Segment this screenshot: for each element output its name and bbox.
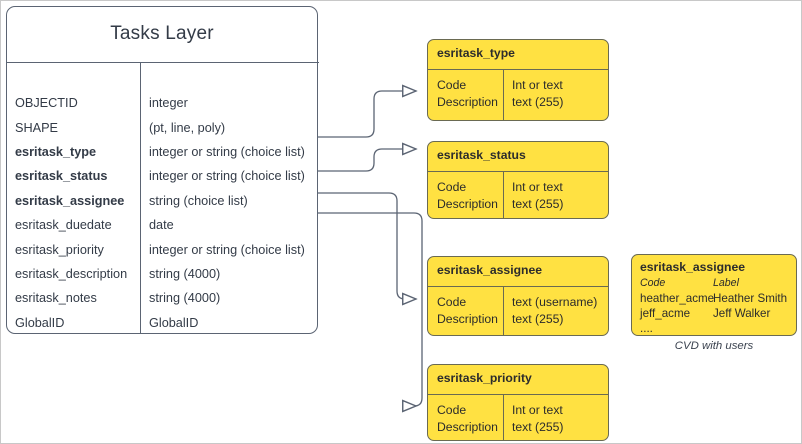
domain-left-line: Code [437, 295, 467, 309]
domain-left-line: Description [437, 196, 498, 211]
entity-field-row: esritask_notes string (4000) [7, 286, 319, 310]
domain-left-line: Description [437, 94, 498, 109]
entity-field-name: esritask_priority [15, 242, 104, 257]
connector-type [317, 91, 416, 138]
domain-title: esritask_priority [437, 371, 532, 385]
entity-field-row: esritask_type integer or string (choice l… [7, 140, 319, 164]
entity-field-name: esritask_description [15, 266, 128, 281]
domain-right-column: Int or text text (255) [512, 179, 563, 212]
domain-column-divider [503, 69, 504, 120]
entity-field-name: SHAPE [15, 120, 59, 135]
domain-box-esritask-priority: esritask_priority Code Description Int o… [427, 364, 609, 441]
entity-field-row: GlobalID GlobalID [7, 311, 319, 335]
entity-field-row: esritask_priority integer or string (choi… [7, 237, 319, 261]
connector-status [317, 149, 416, 172]
domain-header-divider [428, 171, 608, 172]
domain-right-column: text (username) text (255) [512, 294, 597, 327]
cvd-header-row: Code Label [640, 276, 792, 291]
connector-priority [317, 212, 423, 406]
page-title: Tasks Layer [110, 23, 214, 44]
domain-column-divider [503, 286, 504, 335]
entity-field-name: esritask_assignee [15, 193, 125, 208]
domain-left-line: Code [437, 180, 467, 194]
entity-field-name: esritask_duedate [15, 218, 112, 233]
entity-field-row: esritask_assignee string (choice list) [7, 189, 319, 213]
domain-right-line: text (255) [512, 94, 564, 109]
cvd-header-label: Label [713, 277, 739, 289]
entity-field-type: date [149, 218, 174, 233]
cvd-label: Heather Smith [713, 292, 788, 305]
domain-title: esritask_status [437, 148, 526, 162]
entity-field-name: GlobalID [15, 315, 65, 330]
domain-header-divider [428, 286, 608, 287]
domain-right-column: Int or text text (255) [512, 402, 563, 435]
domain-header-divider [428, 394, 608, 395]
entity-field-type: integer [149, 96, 188, 111]
domain-left-line: Code [437, 403, 467, 417]
domain-right-line: text (255) [512, 196, 564, 211]
connector-assignee [317, 192, 416, 299]
entity-field-type: integer or string (choice list) [149, 144, 305, 159]
cvd-label: Jeff Walker [713, 307, 771, 320]
entity-field-row: SHAPE (pt, line, poly) [7, 115, 319, 139]
domain-right-line: Int or text [512, 180, 563, 194]
domain-box-esritask-assignee: esritask_assignee Code Description text … [427, 256, 609, 336]
cvd-code: .... [640, 322, 653, 335]
domain-right-line: text (username) [512, 295, 598, 309]
entity-field-name: esritask_status [15, 169, 108, 184]
domain-right-line: Int or text [512, 403, 563, 417]
domain-box-esritask-type: esritask_type Code Description Int or te… [427, 39, 609, 121]
cvd-value-row: .... [640, 321, 792, 336]
domain-left-column: Code Description [437, 294, 498, 327]
domain-title: esritask_assignee [437, 263, 543, 277]
entity-field-type: (pt, line, poly) [149, 120, 226, 135]
entity-field-type: integer or string (choice list) [149, 242, 305, 257]
domain-right-column: Int or text text (255) [512, 77, 563, 110]
cvd-code: jeff_acme [640, 307, 691, 320]
entity-field-row: esritask_status integer or string (choice… [7, 164, 319, 188]
cvd-title: esritask_assignee [640, 260, 746, 274]
entity-field-name: esritask_notes [15, 291, 97, 306]
entity-field-name: esritask_type [15, 144, 97, 159]
domain-left-column: Code Description [437, 402, 498, 435]
cvd-header-code: Code [640, 277, 666, 289]
entity-column-divider [140, 62, 141, 334]
cvd-code: heather_acme [640, 292, 715, 305]
cvd-caption: CVD with users [674, 340, 754, 352]
domain-column-divider [503, 394, 504, 440]
cvd-value-row: jeff_acme Jeff Walker [640, 306, 792, 321]
domain-right-line: text (255) [512, 419, 564, 434]
domain-column-divider [503, 171, 504, 218]
domain-right-line: Int or text [512, 78, 563, 92]
domain-right-line: text (255) [512, 311, 564, 326]
entity-field-name: OBJECTID [15, 96, 78, 111]
entity-field-type: GlobalID [149, 315, 199, 330]
entity-field-row: esritask_description string (4000) [7, 262, 319, 286]
domain-left-line: Description [437, 419, 498, 434]
domain-left-column: Code Description [437, 179, 498, 212]
domain-left-column: Code Description [437, 77, 498, 110]
domain-box-esritask-status: esritask_status Code Description Int or … [427, 141, 609, 219]
entity-field-type: integer or string (choice list) [149, 169, 305, 184]
entity-field-type: string (4000) [149, 266, 221, 281]
domain-header-divider [428, 69, 608, 70]
domain-left-line: Code [437, 78, 467, 92]
domain-left-line: Description [437, 311, 498, 326]
entity-field-type: string (4000) [149, 291, 221, 306]
domain-title: esritask_type [437, 46, 515, 60]
entity-field-type: string (choice list) [149, 193, 248, 208]
entity-header-divider [7, 62, 319, 63]
entity-field-row: OBJECTID integer [7, 91, 319, 115]
entity-field-row: esritask_duedate date [7, 213, 319, 237]
